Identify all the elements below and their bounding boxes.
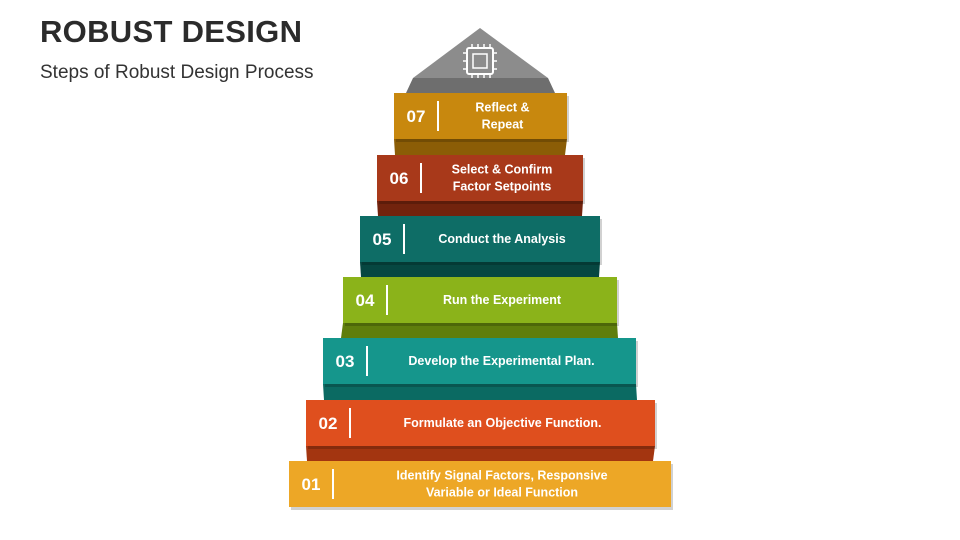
step-04: 04 Run the Experiment (343, 277, 619, 326)
step-02: 02 Formulate an Objective Function. (306, 400, 657, 449)
step-bar (289, 461, 671, 507)
step-number: 03 (336, 352, 355, 371)
step-bar (394, 93, 567, 139)
step-label-line: Formulate an Objective Function. (404, 416, 602, 430)
step-bar (323, 338, 636, 384)
step-number: 04 (356, 291, 375, 310)
step-number: 05 (373, 230, 392, 249)
step-number: 01 (302, 475, 321, 494)
step-connector-02 (306, 446, 655, 461)
step-label-line: Identify Signal Factors, Responsive (396, 469, 607, 483)
circuit-chip-icon (463, 44, 497, 78)
step-number: 07 (407, 107, 426, 126)
step-number: 02 (319, 414, 338, 433)
step-01: 01 Identify Signal Factors, ResponsiveVar… (289, 461, 673, 510)
step-05: 05 Conduct the Analysis (360, 216, 602, 265)
step-label-line: Factor Setpoints (453, 180, 552, 194)
step-bar (306, 400, 655, 446)
step-label-line: Repeat (482, 118, 525, 132)
step-03: 03 Develop the Experimental Plan. (323, 338, 638, 387)
step-bar (360, 216, 600, 262)
step-number: 06 (390, 169, 409, 188)
step-label-line: Variable or Ideal Function (426, 486, 578, 500)
step-label-line: Select & Confirm (452, 163, 553, 177)
step-label-line: Reflect & (475, 101, 529, 115)
page-title: ROBUST DESIGN (40, 14, 303, 49)
steps-layer: 01 Identify Signal Factors, ResponsiveVar… (289, 78, 673, 510)
roof-triangle (413, 28, 548, 78)
step-label-line: Develop the Experimental Plan. (408, 354, 594, 368)
step-bar (377, 155, 583, 201)
step-connector-03 (323, 384, 637, 400)
step-connector-04 (341, 323, 618, 338)
step-label-line: Conduct the Analysis (438, 232, 565, 246)
step-connector-07 (394, 139, 567, 155)
step-bar (343, 277, 617, 323)
step-label-line: Run the Experiment (443, 293, 562, 307)
roof-connector (406, 78, 555, 93)
step-07: 07 Reflect & Repeat (394, 93, 569, 142)
step-connector-06 (377, 201, 583, 216)
step-connector-05 (360, 262, 600, 277)
page-subtitle: Steps of Robust Design Process (40, 62, 314, 83)
